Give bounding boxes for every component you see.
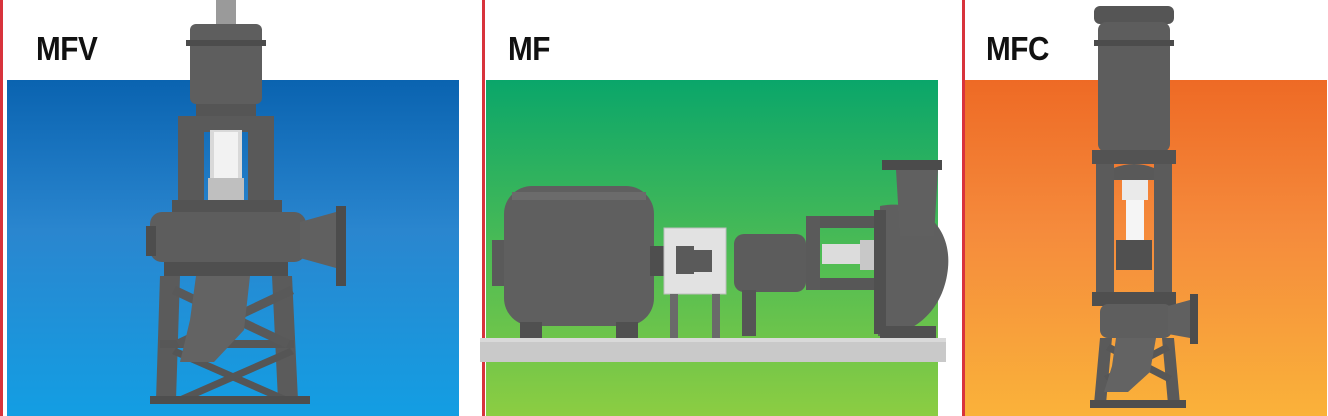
panel-divider bbox=[962, 0, 965, 416]
mf-label: MF bbox=[508, 30, 550, 67]
panel-divider bbox=[482, 0, 485, 416]
mfv-label: MFV bbox=[36, 30, 98, 67]
panel-divider bbox=[0, 0, 3, 416]
mfc-label: MFC bbox=[986, 30, 1049, 67]
